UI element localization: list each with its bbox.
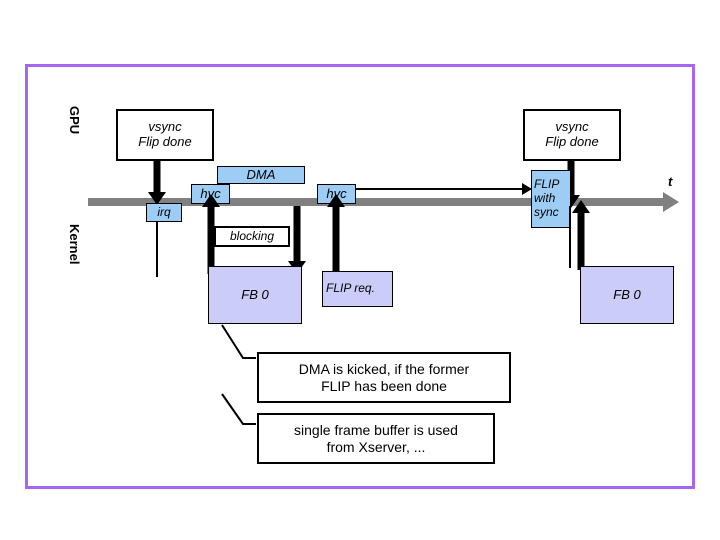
callout-box-1: DMA is kicked, if the former FLIP has be… — [257, 352, 511, 403]
callout-1-line2: FLIP has been done — [321, 377, 447, 394]
vsync-flip-done-box-left: vsync Flip done — [116, 109, 214, 161]
irq-label: irq — [157, 204, 171, 219]
irq-lifeline — [156, 222, 158, 277]
flip-request-connector — [356, 188, 524, 190]
blocking-label: blocking — [229, 228, 275, 243]
fb0-box-left: FB 0 — [208, 266, 302, 324]
arrow-flipreq-to-hvc2 — [327, 194, 345, 274]
callout-box-2: single frame buffer is used from Xserver… — [257, 413, 495, 464]
dma-label: DMA — [246, 166, 276, 182]
flip-req-box: FLIP req. — [322, 271, 393, 307]
flip-with-sync-box: FLIP with sync — [531, 170, 571, 228]
flip-with-sync-line1: FLIP — [534, 177, 560, 192]
callout-2-line1: single frame buffer is used — [294, 422, 458, 439]
blocking-box: blocking — [214, 226, 290, 247]
arrow-fb0-right-to-timeline — [572, 200, 590, 270]
dma-box: DMA — [217, 166, 305, 184]
flip-req-label: FLIP req. — [326, 281, 375, 296]
timeline-arrow-head — [663, 192, 679, 212]
flip-with-sync-line3: sync — [534, 204, 559, 219]
flip-with-sync-lifeline — [569, 206, 571, 268]
leader-line-2 — [221, 393, 256, 425]
irq-box: irq — [146, 203, 182, 222]
callout-1-line1: DMA is kicked, if the former — [298, 361, 470, 378]
vsync-right-line2: Flip done — [545, 134, 599, 149]
timeline-axis-label: t — [668, 174, 673, 189]
leader-line-1 — [221, 324, 256, 359]
vsync-left-line2: Flip done — [138, 134, 192, 149]
fb0-left-label: FB 0 — [241, 286, 269, 302]
flip-with-sync-line2: with — [534, 191, 556, 206]
vsync-flip-done-box-right: vsync Flip done — [523, 109, 621, 161]
fb0-box-right: FB 0 — [580, 266, 674, 324]
vsync-left-line1: vsync — [148, 119, 182, 135]
slide-frame-border — [25, 64, 695, 489]
flip-request-connector-head — [522, 183, 532, 195]
callout-2-line2: from Xserver, ... — [326, 438, 426, 455]
arrow-fb0-to-hvc1 — [202, 194, 220, 274]
timeline-axis — [88, 198, 665, 206]
vsync-right-line1: vsync — [555, 119, 589, 135]
arrow-vsync-to-irq — [148, 161, 166, 205]
fb0-right-label: FB 0 — [613, 286, 641, 302]
